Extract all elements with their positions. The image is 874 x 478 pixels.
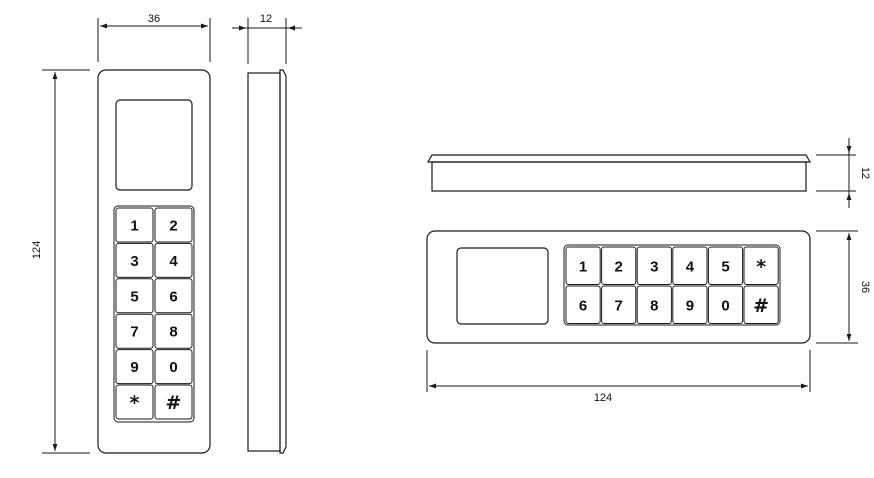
side-flange bbox=[279, 69, 287, 454]
hfront-bottom-key-6-label: 6 bbox=[579, 297, 587, 314]
front-width-label: 36 bbox=[148, 13, 160, 25]
hfront-bottom-key-8 bbox=[636, 285, 672, 324]
hfront-bottom-key-8-label: 8 bbox=[650, 297, 658, 314]
front-key-star-label: * bbox=[130, 392, 140, 414]
hfront-display-window bbox=[456, 247, 549, 325]
front-view-horizontal: 1 2 3 4 5 * 6 7 8 9 0 # bbox=[426, 230, 811, 344]
hfront-length-label: 124 bbox=[594, 392, 612, 404]
hfront-keypad-frame bbox=[563, 244, 781, 326]
hfront-bottom-key-hash bbox=[743, 285, 779, 324]
front-key-9 bbox=[115, 349, 154, 385]
top-depth-label: 12 bbox=[859, 167, 871, 179]
hfront-top-key-1-label: 1 bbox=[579, 258, 587, 275]
side-depth-label: 12 bbox=[260, 13, 272, 25]
hfront-bottom-key-9-label: 9 bbox=[686, 297, 694, 314]
hfront-top-key-3-label: 3 bbox=[650, 258, 658, 275]
front-key-hash bbox=[154, 384, 193, 420]
front-key-8-label: 8 bbox=[169, 324, 177, 341]
front-key-star bbox=[115, 384, 154, 420]
front-key-1-label: 1 bbox=[130, 218, 138, 235]
hfront-top-key-2-label: 2 bbox=[615, 258, 623, 275]
front-key-7-label: 7 bbox=[130, 324, 138, 341]
hfront-width-label: 36 bbox=[859, 281, 871, 293]
top-flange bbox=[426, 154, 812, 163]
hfront-top-key-4-label: 4 bbox=[686, 258, 695, 275]
front-key-hash-label: # bbox=[166, 392, 182, 414]
front-key-4-label: 4 bbox=[169, 253, 178, 270]
hfront-top-key-5 bbox=[707, 246, 744, 285]
hfront-top-key-5-label: 5 bbox=[721, 258, 729, 275]
front-key-5-label: 5 bbox=[130, 288, 138, 305]
hfront-keypad-keys: 1 2 3 4 5 * 6 7 8 9 0 # bbox=[565, 246, 779, 324]
hfront-housing-outline bbox=[426, 230, 811, 344]
front-key-5 bbox=[115, 278, 154, 314]
front-key-0 bbox=[154, 349, 193, 385]
front-housing-outline bbox=[97, 69, 211, 454]
hfront-bottom-key-7-label: 7 bbox=[615, 297, 623, 314]
side-depth-dimension: 12 bbox=[232, 13, 302, 64]
front-view-vertical: 1 2 3 4 5 6 7 8 9 0 * # bbox=[97, 69, 211, 454]
front-key-6 bbox=[154, 278, 193, 314]
hfront-top-key-star bbox=[743, 246, 779, 285]
side-view-vertical bbox=[247, 69, 287, 454]
top-body-outline bbox=[431, 161, 807, 192]
hfront-bottom-key-hash-label: # bbox=[753, 295, 769, 317]
hfront-top-key-star-label: * bbox=[756, 256, 766, 278]
hfront-bottom-key-7 bbox=[601, 285, 637, 324]
front-key-2 bbox=[154, 207, 193, 243]
front-key-0-label: 0 bbox=[169, 359, 177, 376]
front-key-3-label: 3 bbox=[130, 253, 138, 270]
front-keypad-keys: 1 2 3 4 5 6 7 8 9 0 * # bbox=[115, 207, 193, 420]
front-key-3 bbox=[115, 242, 154, 278]
hfront-bottom-key-9 bbox=[672, 285, 708, 324]
hfront-width-dimension: 36 bbox=[816, 230, 871, 344]
front-key-9-label: 9 bbox=[130, 359, 138, 376]
front-length-dimension: 124 bbox=[31, 69, 90, 454]
front-width-dimension: 36 bbox=[97, 13, 211, 62]
front-key-7 bbox=[115, 313, 154, 349]
hfront-bottom-key-0-label: 0 bbox=[721, 297, 729, 314]
hfront-bottom-key-0 bbox=[707, 285, 744, 324]
hfront-length-dimension: 124 bbox=[426, 350, 811, 404]
hfront-bottom-key-6 bbox=[565, 285, 601, 324]
front-key-2-label: 2 bbox=[169, 218, 177, 235]
hfront-top-key-1 bbox=[565, 246, 601, 285]
top-depth-dimension: 12 bbox=[816, 138, 871, 208]
front-key-6-label: 6 bbox=[169, 288, 177, 305]
hfront-top-key-4 bbox=[672, 246, 708, 285]
front-key-1 bbox=[115, 207, 154, 243]
front-keypad-frame bbox=[113, 205, 195, 423]
front-length-label: 124 bbox=[31, 241, 43, 259]
top-view-horizontal bbox=[426, 154, 812, 192]
hfront-top-key-3 bbox=[636, 246, 672, 285]
front-key-4 bbox=[154, 242, 193, 278]
hfront-top-key-2 bbox=[601, 246, 637, 285]
front-key-8 bbox=[154, 313, 193, 349]
front-display-window bbox=[115, 99, 193, 191]
side-body-outline bbox=[247, 72, 281, 452]
